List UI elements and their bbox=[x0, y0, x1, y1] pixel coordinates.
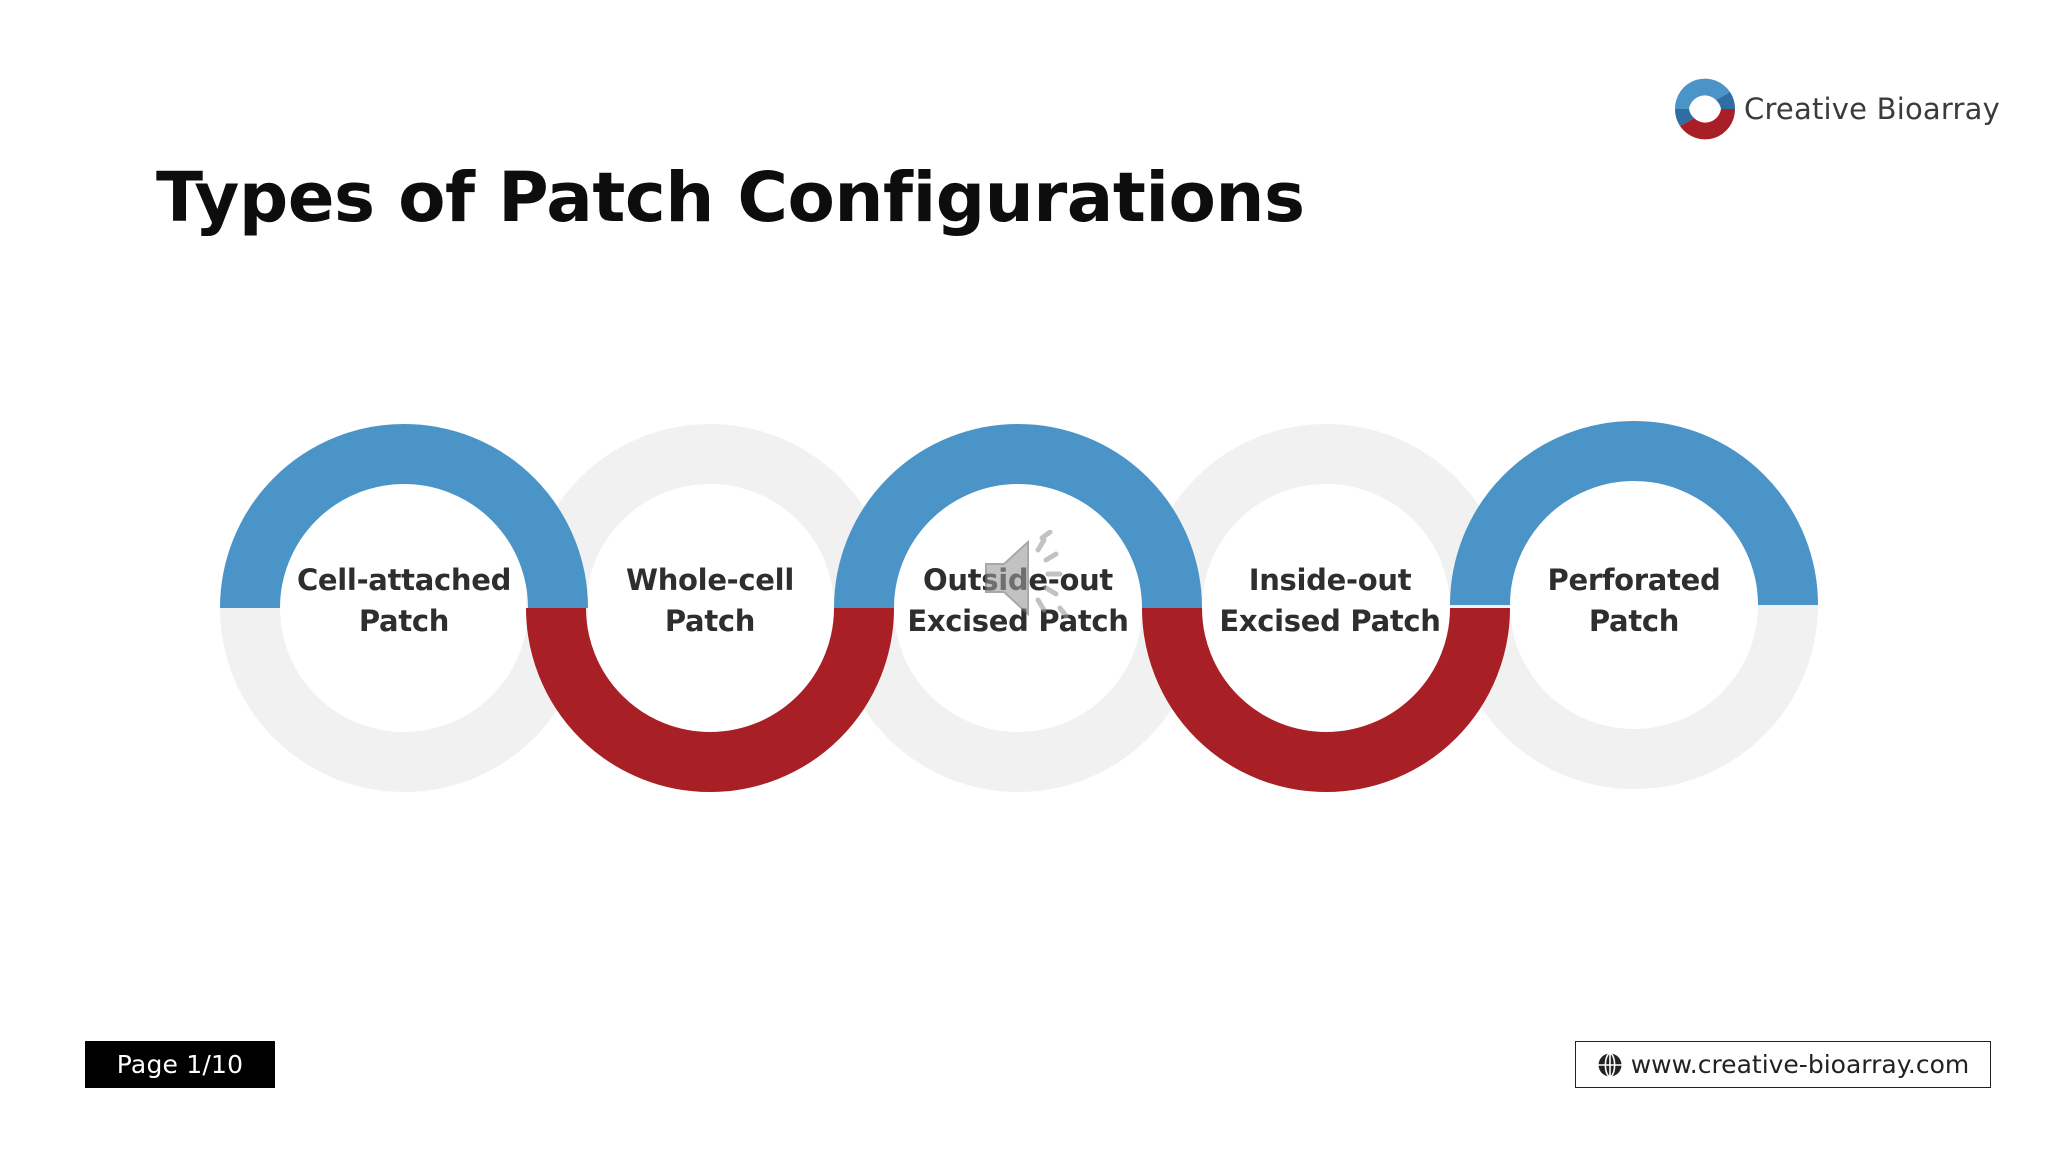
brand-name: Creative Bioarray bbox=[1744, 92, 2000, 126]
configuration-label-line2: Excised Patch bbox=[907, 604, 1129, 638]
configuration-label-line1: Cell-attached bbox=[296, 563, 512, 597]
page-indicator: Page 1/10 bbox=[85, 1041, 275, 1088]
ring-accent-4 bbox=[1142, 607, 1510, 792]
brand-logo: Creative Bioarray bbox=[1672, 76, 2000, 142]
website-link[interactable]: www.creative-bioarray.com bbox=[1575, 1041, 1991, 1088]
configuration-label-line1: Inside-out bbox=[1248, 563, 1412, 597]
configuration-label-line2: Patch bbox=[664, 604, 756, 638]
configuration-whole-cell: Whole-cell Patch bbox=[590, 560, 830, 642]
configuration-cell-attached: Cell-attached Patch bbox=[284, 560, 524, 642]
configuration-perforated: Perforated Patch bbox=[1514, 560, 1754, 642]
configuration-label-line2: Patch bbox=[358, 604, 450, 638]
configuration-label-line1: Whole-cell bbox=[626, 563, 794, 597]
configuration-label-line1: Perforated bbox=[1547, 563, 1721, 597]
configuration-inside-out: Inside-out Excised Patch bbox=[1210, 560, 1450, 642]
ring-accent-5 bbox=[1450, 421, 1818, 606]
ring-accent-2 bbox=[526, 607, 894, 792]
configuration-label-line2: Excised Patch bbox=[1219, 604, 1441, 638]
ring-accents bbox=[220, 421, 1818, 792]
ring-accent-3 bbox=[834, 424, 1202, 609]
slide-title: Types of Patch Configurations bbox=[156, 158, 1305, 238]
ring-accent-1 bbox=[220, 424, 588, 609]
website-url: www.creative-bioarray.com bbox=[1630, 1050, 1970, 1079]
creative-bioarray-logo-icon bbox=[1674, 78, 1736, 140]
configuration-label-line2: Patch bbox=[1588, 604, 1680, 638]
page-indicator-label: Page 1/10 bbox=[116, 1050, 244, 1079]
globe-icon bbox=[1598, 1052, 1622, 1077]
speaker-icon[interactable] bbox=[980, 530, 1080, 626]
